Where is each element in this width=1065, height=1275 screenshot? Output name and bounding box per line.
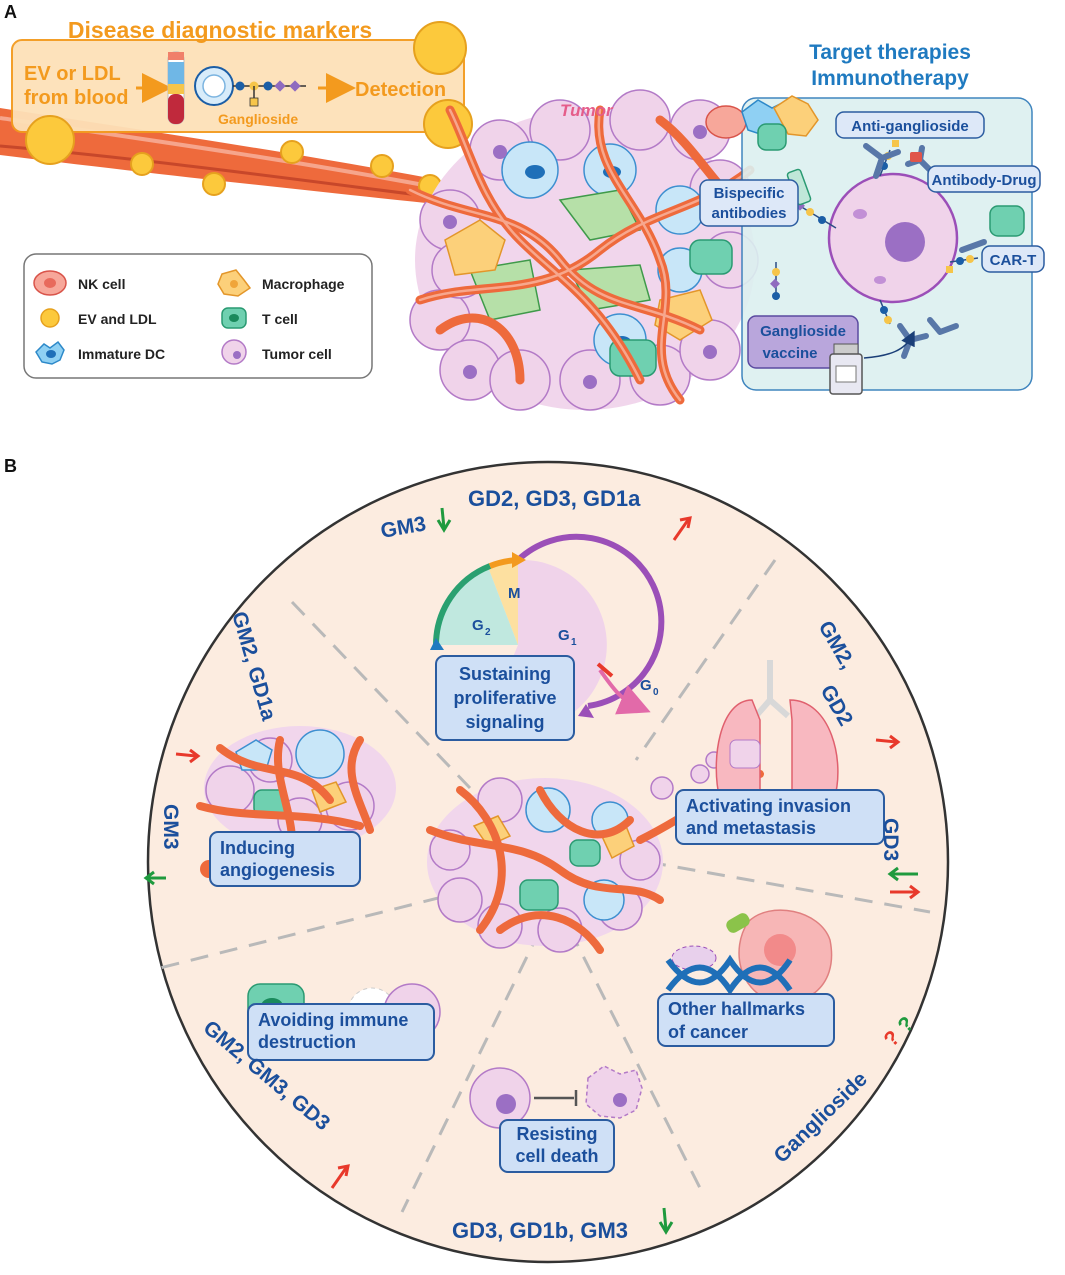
down-arrow-bottom xyxy=(658,1207,674,1235)
therapy-title1: Target therapies xyxy=(809,41,971,64)
invasion-line2: and metastasis xyxy=(686,818,816,838)
invasion-box xyxy=(675,789,885,845)
angiogenesis-line2: angiogenesis xyxy=(220,860,335,880)
legend-dc-icon xyxy=(35,340,65,365)
antibody-drug-box xyxy=(927,165,1041,193)
angiogenesis-box xyxy=(209,831,361,887)
diagnostic-title: Disease diagnostic markers xyxy=(68,17,372,43)
legend-tcell-label: T cell xyxy=(262,311,298,327)
vaccine-label1: Ganglioside xyxy=(760,323,846,340)
immune-line1: Avoiding immune xyxy=(258,1010,408,1030)
gd3-right: GD3 xyxy=(879,818,902,861)
up-arrow-gd3-right xyxy=(890,884,921,900)
legend-ev-icon xyxy=(40,308,60,328)
therapy-title2: Immunotherapy xyxy=(811,67,969,90)
cell-death-illustration xyxy=(469,1065,643,1129)
cycle-g0-sub: 0 xyxy=(653,687,659,698)
down-arrow-gm3-left xyxy=(143,870,166,886)
vaccine-label2: vaccine xyxy=(762,345,817,362)
death-line1: Resisting xyxy=(516,1124,597,1144)
gd-top: GD2, GD3, GD1a xyxy=(468,486,641,511)
source-line1: EV or LDL xyxy=(24,63,121,85)
detection-label: Detection xyxy=(355,79,446,101)
legend-nk-label: NK cell xyxy=(78,276,125,292)
legend-tcell-icon xyxy=(221,307,247,329)
gm3-left: GM3 xyxy=(159,804,182,850)
up-arrow-gd-top xyxy=(672,516,692,541)
central-tumor xyxy=(426,751,764,954)
source-line2: from blood xyxy=(24,87,128,109)
antibody-drug-label: Antibody-Drug xyxy=(932,172,1037,189)
extracellular-vesicle-icon xyxy=(194,66,234,106)
car-t-label: CAR-T xyxy=(990,252,1037,269)
legend-ev-label: EV and LDL xyxy=(78,311,157,327)
immune-box xyxy=(247,1003,435,1061)
proliferative-line1: Sustaining xyxy=(459,664,551,684)
up-arrow-bottom-left xyxy=(330,1164,350,1189)
blood-tube-icon xyxy=(167,51,185,125)
death-line2: cell death xyxy=(515,1146,598,1166)
cycle-g2: G xyxy=(472,617,484,634)
down-arrow-gd3-right xyxy=(887,866,918,882)
bispecific-box xyxy=(699,179,799,227)
bispecific-label2: antibodies xyxy=(711,205,786,222)
therapy-box: Target therapies Immunotherapy xyxy=(699,41,1045,395)
anti-ganglioside-box xyxy=(835,111,985,139)
invasion-line1: Activating invasion xyxy=(686,796,851,816)
cycle-m: M xyxy=(508,585,521,602)
other-line1: Other hallmarks xyxy=(668,999,805,1019)
legend-tumor-cell-icon xyxy=(221,339,247,365)
proliferative-line3: signaling xyxy=(465,712,544,732)
tumor-mass xyxy=(405,89,765,411)
ganglioside-label: Ganglioside xyxy=(218,111,298,127)
legend-nk-icon xyxy=(33,270,67,296)
up-arrow-gm2-gd2 xyxy=(875,734,901,750)
legend-macrophage-label: Macrophage xyxy=(262,276,345,292)
death-box xyxy=(499,1119,615,1173)
panel-a-letter: A xyxy=(4,2,17,22)
gd-bottom: GD3, GD1b, GM3 xyxy=(452,1218,628,1243)
legend: NK cell EV and LDL Immature DC Macrophag… xyxy=(23,253,373,379)
car-t-box xyxy=(981,245,1045,273)
proliferative-box xyxy=(435,655,575,741)
other-line2: of cancer xyxy=(668,1022,748,1042)
vaccine-vial-icon xyxy=(829,343,863,395)
proliferative-line2: proliferative xyxy=(453,688,556,708)
legend-dc-label: Immature DC xyxy=(78,346,165,362)
tumor-label: Tumor xyxy=(560,101,614,120)
angiogenesis-line1: Inducing xyxy=(220,838,295,858)
cycle-g0: G xyxy=(640,677,652,694)
angiogenesis-illustration xyxy=(196,726,396,878)
regulation-arrows xyxy=(143,507,921,1235)
bispecific-label1: Bispecific xyxy=(714,185,785,202)
down-arrow-gm3-top xyxy=(436,507,452,533)
up-arrow-gm2-gd1a xyxy=(175,748,201,764)
cycle-g2-sub: 2 xyxy=(485,627,491,638)
other-box xyxy=(657,993,835,1047)
cycle-g1: G xyxy=(558,627,570,644)
panel-b-letter: B xyxy=(4,456,17,476)
target-tumor-cell xyxy=(827,172,959,304)
cycle-g1-sub: 1 xyxy=(571,637,577,648)
drug-payload-icon xyxy=(910,152,922,162)
legend-tumor-cell-label: Tumor cell xyxy=(262,346,332,362)
diagnostic-box: Disease diagnostic markers EV or LDL fro… xyxy=(11,17,465,133)
anti-ganglioside-label: Anti-ganglioside xyxy=(851,118,969,135)
other-hallmarks-illustration xyxy=(665,909,833,1004)
immune-line2: destruction xyxy=(258,1032,356,1052)
legend-macrophage-icon xyxy=(217,269,252,297)
